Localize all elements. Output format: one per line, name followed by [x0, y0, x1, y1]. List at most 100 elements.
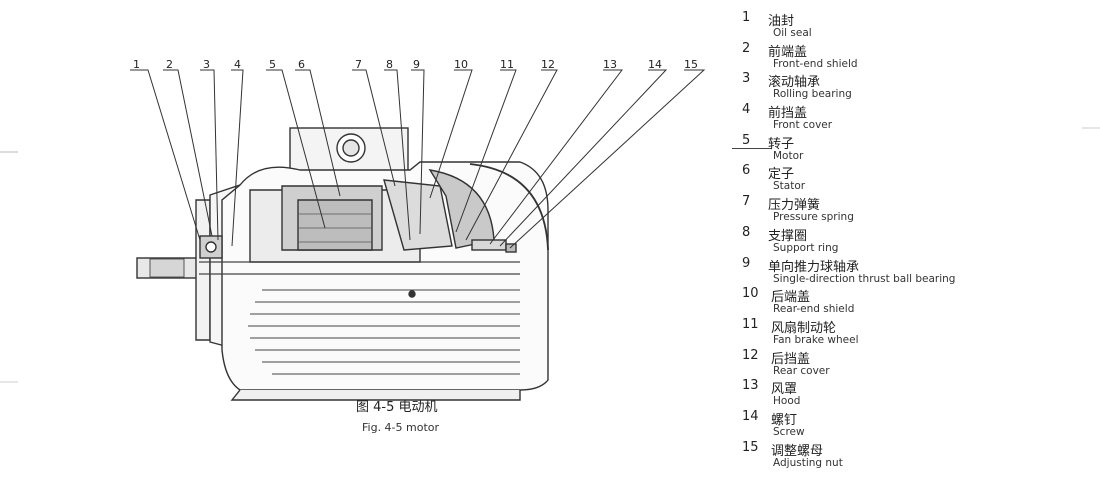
callout-12: 12 — [541, 58, 555, 71]
legend-label-cn: 支撑圈 — [768, 228, 808, 244]
frame-bolt — [408, 290, 416, 298]
shaft-key — [149, 258, 185, 278]
callout-11: 11 — [500, 58, 514, 71]
leader-9 — [411, 69, 425, 235]
legend-number: 6 — [742, 163, 751, 179]
legend-number: 10 — [742, 286, 759, 302]
callout-14: 14 — [648, 58, 662, 71]
callout-2: 2 — [166, 58, 173, 71]
legend-item-15: 15 调整螺母 Adjusting nut — [742, 440, 1092, 471]
legend-number: 8 — [742, 224, 751, 240]
legend-label-cn: 单向推力球轴承 — [768, 259, 860, 275]
legend-label-en: Pressure spring — [773, 211, 854, 224]
legend-label-cn: 滚动轴承 — [768, 75, 821, 91]
gland-inner — [342, 139, 360, 157]
legend-label-cn: 螺钉 — [771, 412, 798, 428]
leader-1 — [130, 69, 201, 241]
leader-11 — [455, 69, 517, 233]
leader-15 — [509, 69, 706, 249]
leader-4 — [231, 69, 244, 247]
leader-2 — [163, 69, 213, 237]
legend-item-14: 14 螺钉 Screw — [742, 409, 1092, 440]
callout-7: 7 — [355, 58, 362, 71]
leader-7 — [352, 69, 396, 187]
legend-label-cn: 转子 — [768, 136, 795, 152]
leader-lines — [130, 69, 706, 249]
legend-item-10: 10 后端盖 Rear-end shield — [742, 286, 1092, 317]
callout-15: 15 — [684, 58, 698, 71]
legend-label-en: Fan brake wheel — [773, 333, 859, 346]
legend-number: 7 — [742, 194, 751, 210]
leader-8 — [384, 69, 411, 241]
legend-item-13: 13 风罩 Hood — [742, 378, 1092, 409]
legend-number: 11 — [742, 316, 759, 332]
callout-numbers: 1 2 3 4 5 6 7 8 9 10 11 12 13 14 15 — [133, 58, 698, 71]
legend-number: 1 — [742, 10, 751, 25]
legend-number: 12 — [742, 347, 759, 363]
motor-foot — [230, 389, 521, 401]
legend-label-en: Oil seal — [773, 27, 812, 39]
legend-item-11: 11 风扇制动轮 Fan brake wheel — [742, 317, 1092, 348]
leader-3 — [200, 69, 219, 241]
figure-caption-en: Fig. 4-5 motor — [362, 421, 440, 434]
leader-10 — [429, 69, 473, 199]
parts-legend: 1 油封 Oil seal 2 前端盖 Front-end shield 3 滚… — [732, 10, 1092, 471]
legend-label-cn: 定子 — [768, 167, 795, 183]
rotor — [297, 199, 373, 251]
front-flange — [195, 199, 211, 341]
legend-item-6: 6 定子 Stator — [742, 163, 1092, 194]
legend-label-en: Support ring — [773, 241, 839, 254]
legend-number: 13 — [742, 378, 759, 394]
callout-13: 13 — [603, 58, 617, 71]
legend-label-cn: 调整螺母 — [771, 443, 824, 459]
legend-number: 9 — [742, 255, 751, 271]
legend-label-en: Screw — [773, 425, 805, 438]
legend-label-en: Front cover — [773, 119, 833, 132]
legend-number: 4 — [742, 102, 751, 118]
legend-item-2: 2 前端盖 Front-end shield — [742, 41, 1092, 72]
callout-6: 6 — [298, 58, 305, 71]
leader-14 — [499, 69, 668, 247]
legend-item-12: 12 后挡盖 Rear cover — [742, 348, 1092, 379]
legend-number: 15 — [742, 439, 759, 455]
legend-label-en: Front-end shield — [773, 57, 858, 70]
legend-label-cn: 前端盖 — [768, 44, 808, 60]
legend-item-1: 1 油封 Oil seal — [742, 10, 1092, 41]
legend-number: 14 — [742, 408, 759, 424]
legend-item-9: 9 单向推力球轴承 Single-direction thrust ball b… — [742, 256, 1092, 287]
legend-label-en: Stator — [773, 180, 806, 193]
figure-caption-cn: 图 4-5 电动机 — [356, 400, 438, 415]
legend-label-en: Motor — [773, 149, 804, 162]
legend-item-4: 4 前挡盖 Front cover — [742, 102, 1092, 133]
callout-1: 1 — [133, 58, 140, 71]
cooling-fins — [248, 289, 520, 375]
legend-label-cn: 油封 — [768, 14, 795, 29]
legend-number: 2 — [742, 40, 751, 56]
legend-label-cn: 风扇制动轮 — [771, 320, 837, 336]
legend-item-8: 8 支撑圈 Support ring — [742, 225, 1092, 256]
legend-number: 5 — [742, 132, 751, 148]
screw — [505, 243, 517, 253]
divider — [732, 147, 772, 149]
callout-8: 8 — [386, 58, 393, 71]
motor-body — [136, 127, 549, 401]
bearing-ball — [205, 241, 217, 253]
legend-item-5: 5 转子 Motor — [732, 132, 1092, 164]
callout-9: 9 — [413, 58, 420, 71]
legend-label-en: Hood — [773, 395, 801, 408]
legend-item-3: 3 滚动轴承 Rolling bearing — [742, 71, 1092, 102]
legend-label-cn: 后端盖 — [771, 290, 811, 306]
callout-4: 4 — [234, 58, 241, 71]
legend-label-cn: 风罩 — [771, 382, 798, 398]
legend-label-cn: 后挡盖 — [771, 351, 811, 367]
leader-6 — [295, 69, 341, 197]
legend-label-cn: 压力弹簧 — [768, 198, 821, 214]
callout-5: 5 — [269, 58, 276, 71]
legend-label-en: Single-direction thrust ball bearing — [773, 272, 956, 285]
legend-label-en: Adjusting nut — [773, 456, 843, 469]
legend-label-en: Rolling bearing — [773, 88, 852, 101]
hood — [469, 163, 549, 251]
leader-13 — [489, 69, 624, 245]
callout-10: 10 — [454, 58, 468, 71]
